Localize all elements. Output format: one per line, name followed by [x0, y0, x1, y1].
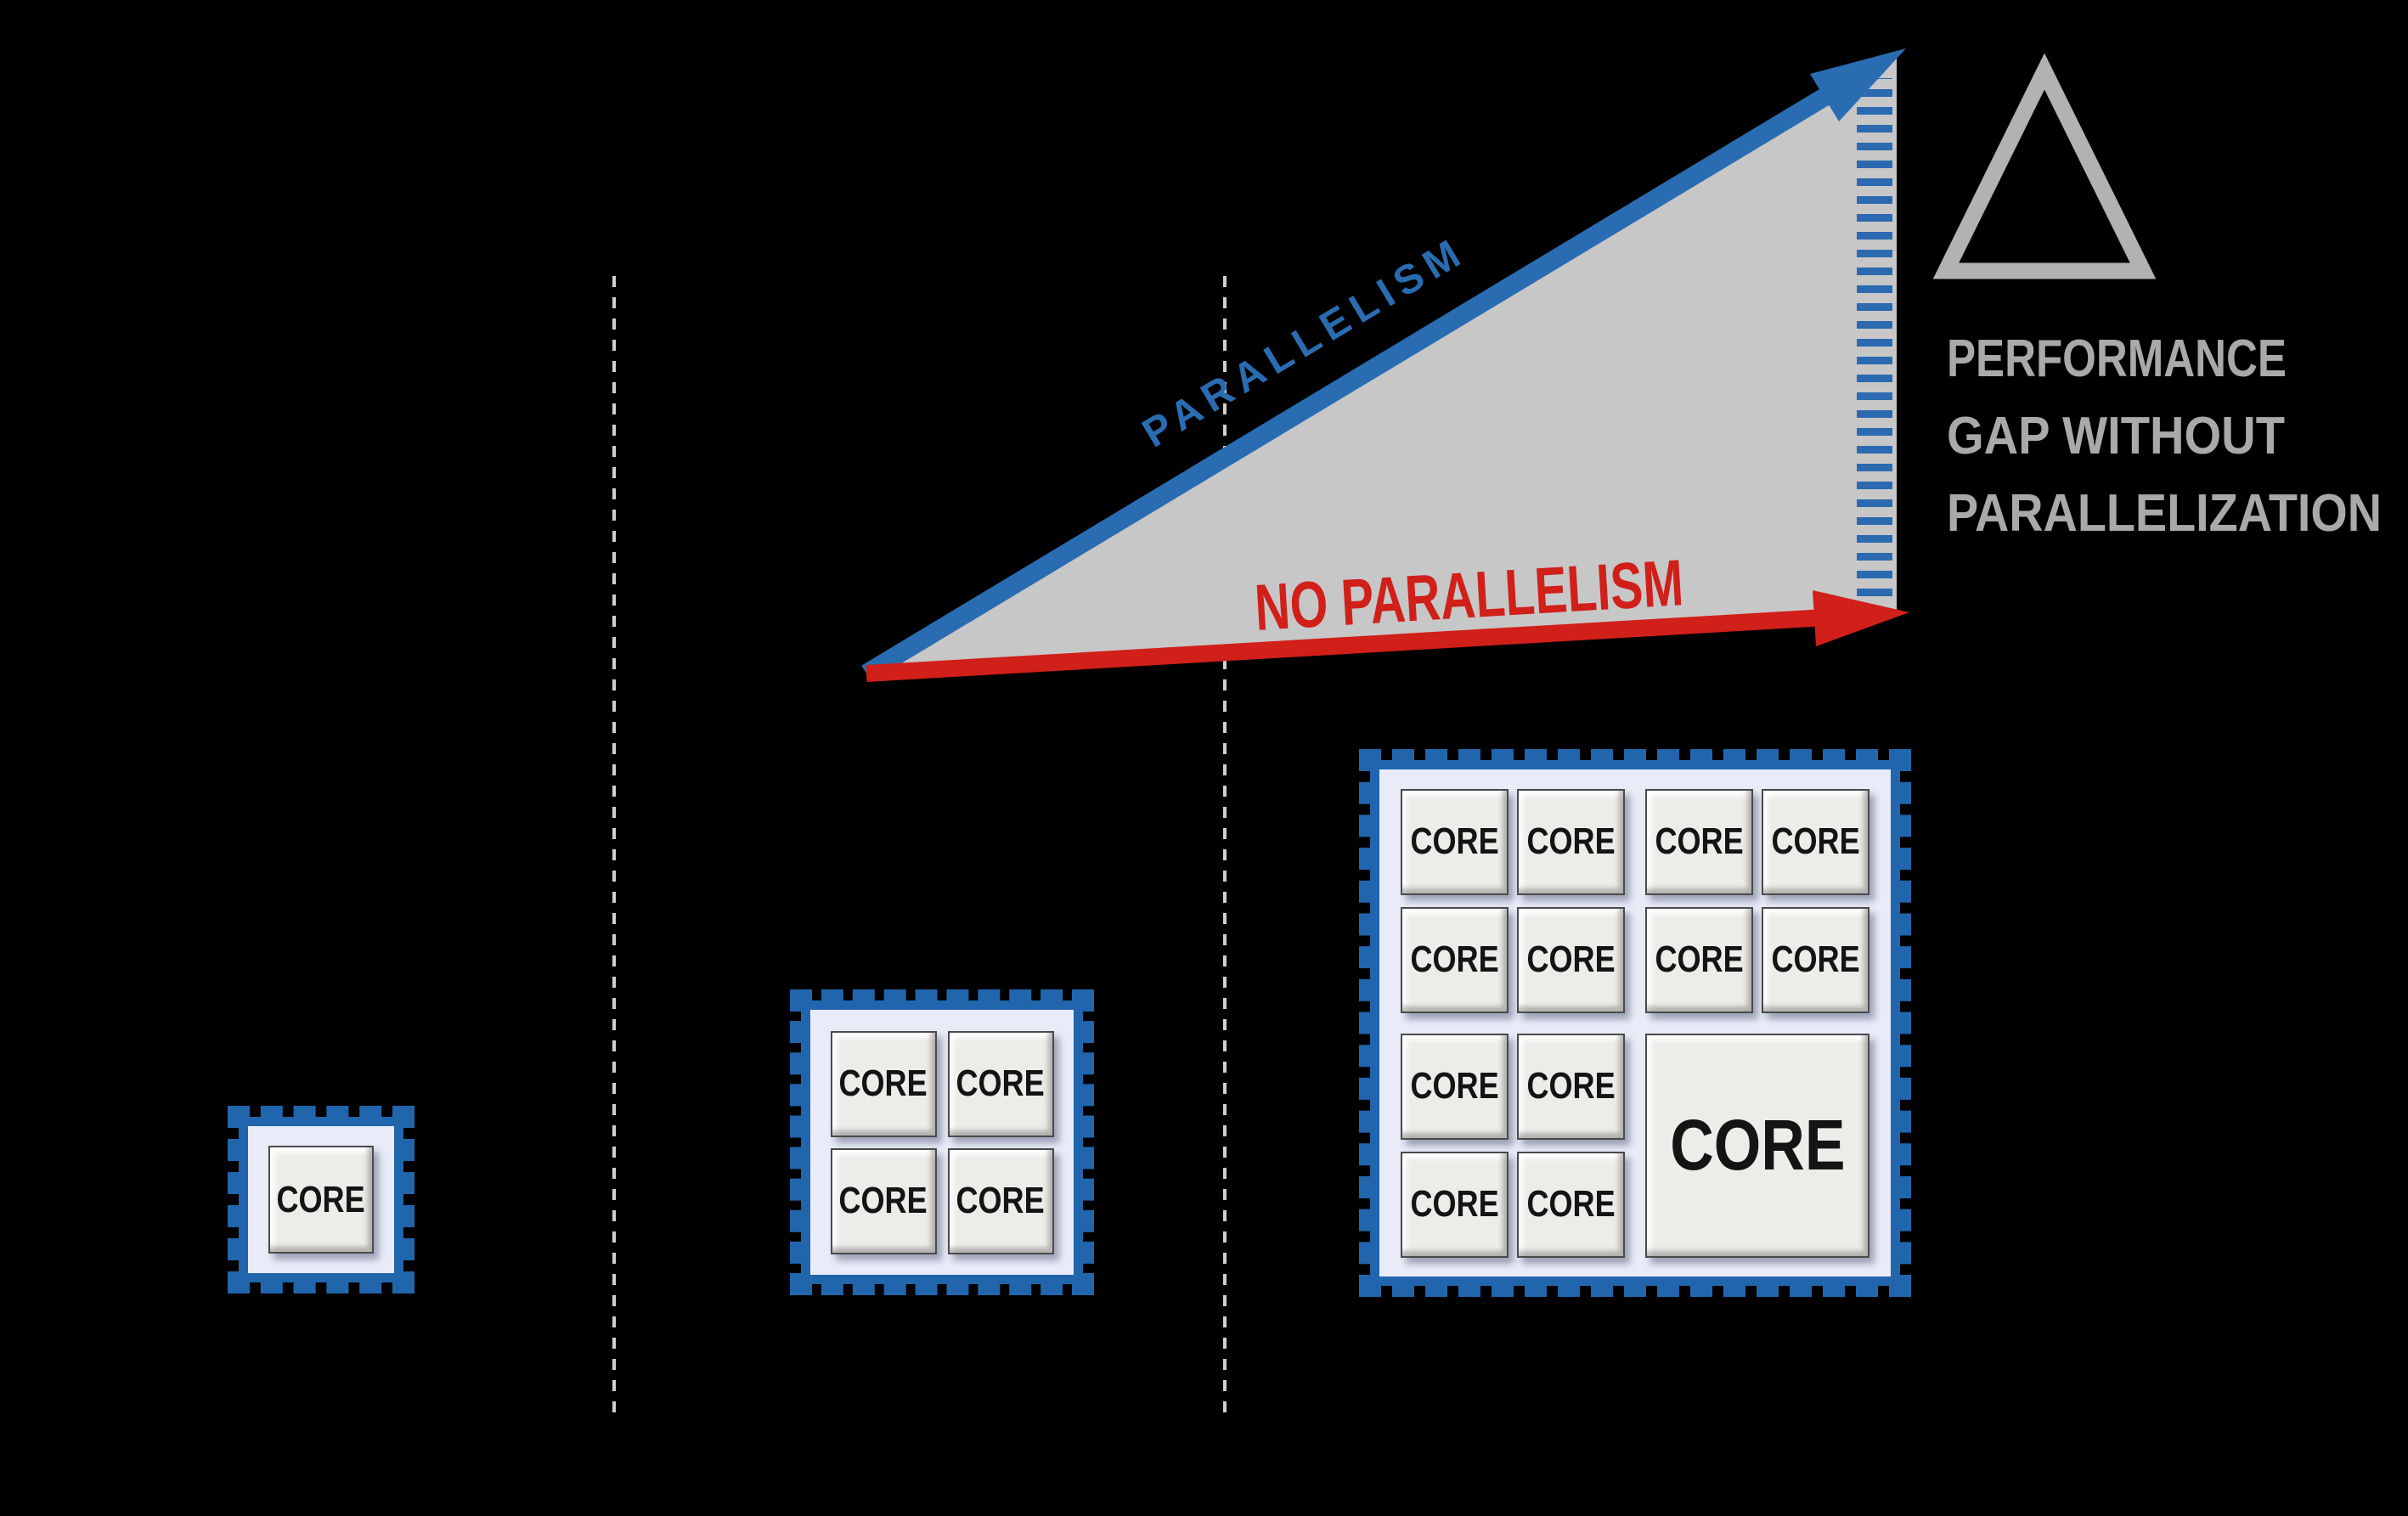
- core-quadrant-bottom-left: CORE CORE CORE CORE: [1401, 1033, 1625, 1258]
- core-label: CORE: [1526, 820, 1616, 862]
- core-label: CORE: [1655, 938, 1744, 980]
- chip-many-core: CORE CORE CORE CORE CORE CORE CORE CORE …: [1359, 749, 1911, 1297]
- core-label: CORE: [1771, 938, 1860, 980]
- core-label: CORE: [1410, 1065, 1499, 1107]
- chip-substrate: CORE CORE CORE CORE: [801, 1000, 1083, 1284]
- core-label: CORE: [1655, 820, 1744, 862]
- core-label: CORE: [838, 1180, 928, 1221]
- chip-substrate: CORE CORE CORE CORE CORE CORE CORE CORE …: [1370, 760, 1900, 1286]
- core-label: CORE: [838, 1062, 928, 1104]
- chip-single-core: CORE: [228, 1106, 414, 1293]
- core-tile: CORE: [1517, 1151, 1625, 1258]
- core-tile: CORE: [1401, 1033, 1509, 1140]
- core-tile: CORE: [947, 1030, 1054, 1137]
- core-label: CORE: [1526, 938, 1616, 980]
- core-quadrant-top-left: CORE CORE CORE CORE: [1401, 788, 1625, 1013]
- core-grid: CORE CORE CORE CORE: [830, 1030, 1054, 1254]
- core-tile: CORE: [830, 1030, 937, 1137]
- core-tile: CORE: [1517, 906, 1625, 1013]
- gap-hatch-marks: [1857, 78, 1892, 603]
- core-tile: CORE: [1517, 1033, 1625, 1140]
- core-tile: CORE: [1645, 788, 1753, 895]
- core-tile: CORE: [1517, 788, 1625, 895]
- parallelism-arrow-line: [861, 82, 1840, 682]
- core-quadrant-top-right: CORE CORE CORE CORE: [1645, 788, 1869, 1013]
- core-label: CORE: [1526, 1183, 1616, 1225]
- gap-caption-line3: PARALLELIZATION: [1947, 484, 2382, 543]
- no-parallelism-arrowhead-icon: [1813, 590, 1909, 646]
- chip-substrate: CORE: [239, 1117, 403, 1282]
- core-tile: CORE: [268, 1146, 374, 1254]
- core-tile: CORE: [1645, 906, 1753, 1013]
- core-label: CORE: [1410, 820, 1499, 862]
- gap-caption-line1: PERFORMANCE: [1947, 330, 2287, 388]
- core-label: CORE: [956, 1180, 1046, 1221]
- gap-caption-line2: GAP WITHOUT: [1947, 407, 2285, 465]
- core-tile: CORE: [1401, 1151, 1509, 1258]
- core-tile: CORE: [1762, 788, 1869, 895]
- core-label: CORE: [1771, 820, 1860, 862]
- delta-icon: [1932, 53, 2157, 279]
- core-tile: CORE: [1401, 906, 1509, 1013]
- big-core-tile: CORE: [1645, 1033, 1869, 1258]
- core-label: CORE: [956, 1062, 1046, 1104]
- parallelism-arrowhead-icon: [1810, 48, 1906, 121]
- core-label: CORE: [1526, 1065, 1616, 1107]
- core-quadrants: CORE CORE CORE CORE CORE CORE CORE CORE …: [1401, 788, 1869, 1258]
- core-label: CORE: [276, 1178, 366, 1220]
- no-parallelism-arrow-line: [866, 609, 1827, 682]
- core-label: CORE: [1669, 1105, 1846, 1185]
- core-tile: CORE: [830, 1147, 937, 1254]
- core-label: CORE: [1410, 938, 1499, 980]
- chip-quad-core: CORE CORE CORE CORE: [790, 989, 1094, 1295]
- core-label: CORE: [1410, 1183, 1499, 1225]
- core-tile: CORE: [1762, 906, 1869, 1013]
- core-tile: CORE: [1401, 788, 1509, 895]
- core-tile: CORE: [947, 1147, 1054, 1254]
